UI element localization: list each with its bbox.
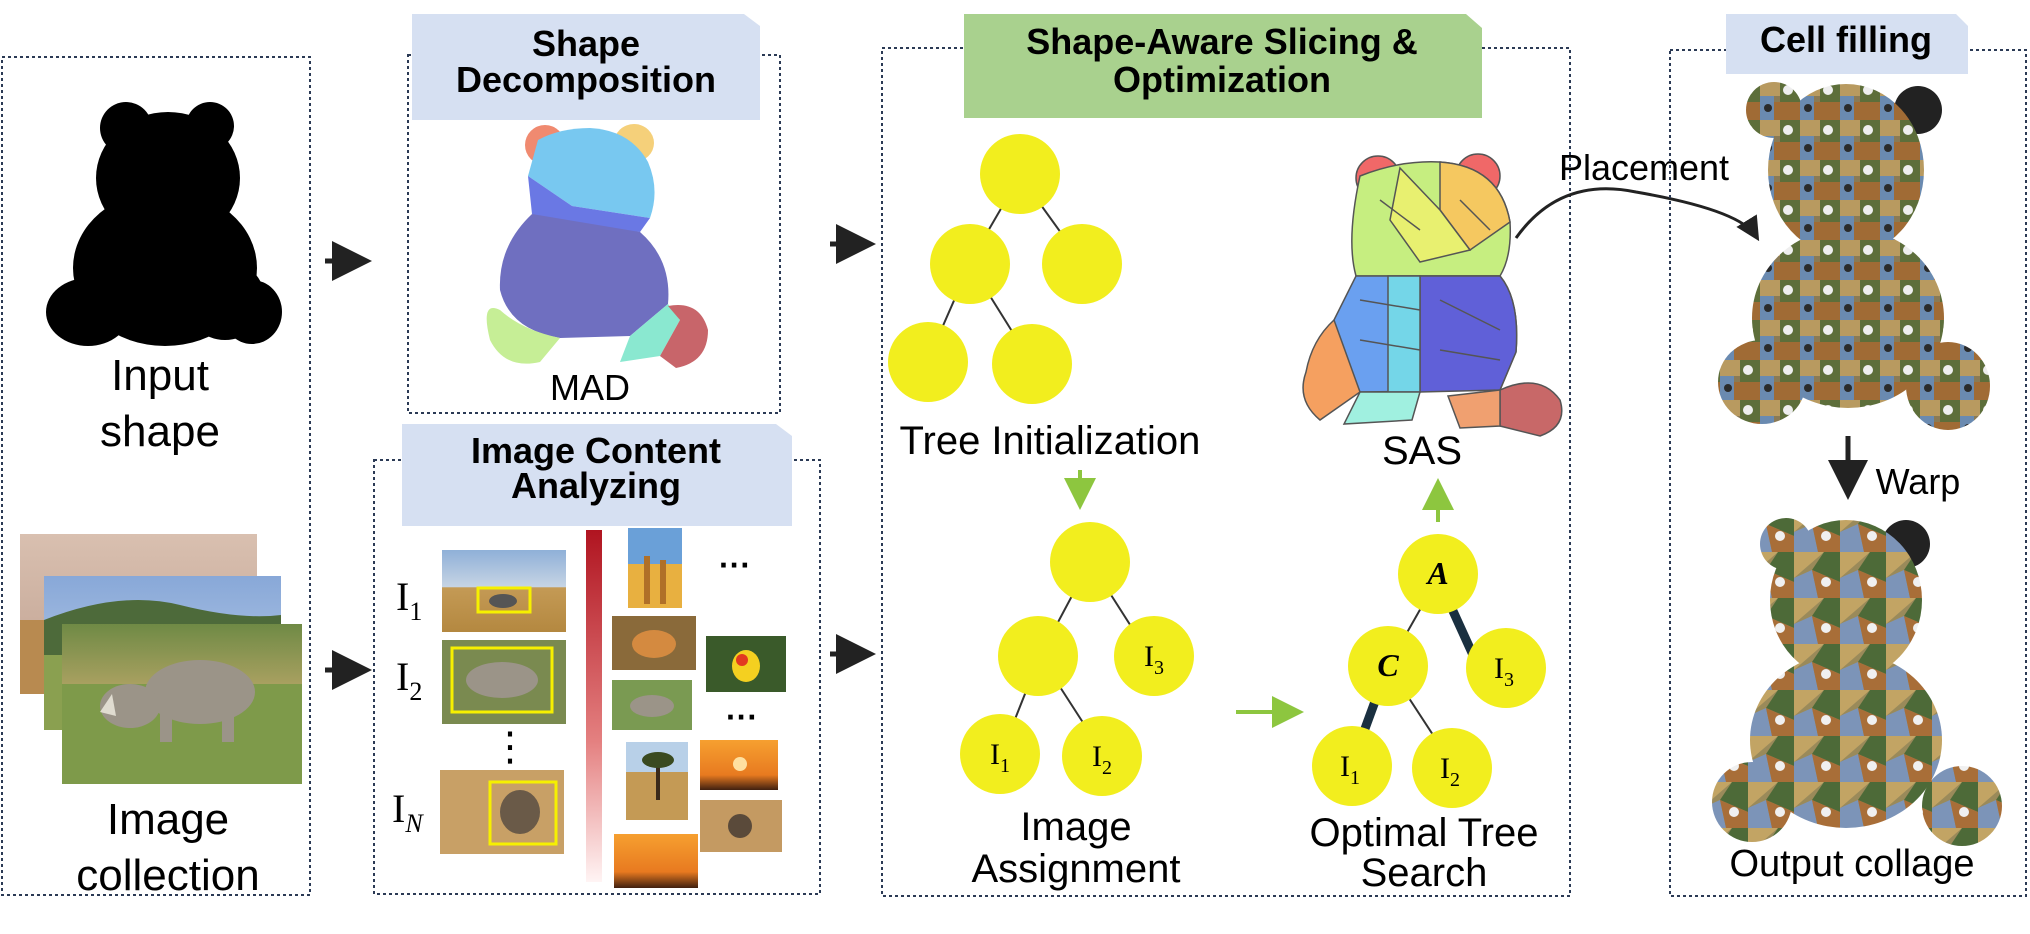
- assign-node-i1: I1: [990, 738, 1010, 777]
- input-shape-label-1: Input: [111, 351, 209, 400]
- content-label-i1: I1: [396, 574, 422, 626]
- tree-init-label: Tree Initialization: [900, 419, 1201, 463]
- image-assignment-label-1: Image: [1020, 805, 1131, 849]
- thumb-rhino-small: [442, 550, 566, 632]
- slicing-title-1: Shape-Aware Slicing &: [1026, 21, 1417, 62]
- image-assignment-label-2: Assignment: [972, 847, 1181, 891]
- search-node-c: C: [1377, 647, 1399, 683]
- content-vdots: ⋮: [490, 725, 530, 769]
- decomposition-title-1: Shape: [532, 23, 640, 64]
- cell-filling-panel-border: [1669, 49, 2027, 897]
- search-node-i3: I3: [1494, 652, 1514, 691]
- placement-label: Placement: [1559, 147, 1729, 188]
- image-assignment-tree: [960, 522, 1194, 796]
- image-grid: [612, 528, 786, 888]
- assign-node-i3: I3: [1144, 640, 1164, 679]
- thumb-elephant: [440, 770, 564, 854]
- collection-label-2: collection: [76, 851, 259, 900]
- assign-node-i2: I2: [1092, 740, 1112, 779]
- cell-filling-title-tab: [1726, 14, 1968, 74]
- output-collage-bear: [1712, 518, 2002, 846]
- sas-label: SAS: [1382, 429, 1462, 473]
- slicing-title-2: Optimization: [1113, 59, 1331, 100]
- warp-label: Warp: [1876, 461, 1961, 502]
- search-node-i2: I2: [1440, 752, 1460, 791]
- placement-arrow: [1514, 187, 1760, 242]
- input-shape-label-2: shape: [100, 407, 220, 456]
- optimal-tree: [1312, 534, 1546, 808]
- input-panel-border: [1, 56, 311, 896]
- content-label-in: IN: [392, 786, 424, 838]
- slicing-title-tab: [964, 14, 1482, 118]
- decomposition-title-2: Decomposition: [456, 59, 716, 100]
- output-collage-label: Output collage: [1729, 843, 1974, 885]
- grid-ellipsis-top: ···: [719, 547, 751, 583]
- search-node-i1: I1: [1340, 750, 1360, 789]
- optimal-search-label-1: Optimal Tree: [1310, 811, 1539, 855]
- search-node-a: A: [1425, 555, 1448, 591]
- cell-filling-title: Cell filling: [1760, 19, 1932, 60]
- placed-collage-bear: [1718, 82, 1990, 430]
- input-shape-silhouette: [46, 102, 282, 346]
- tree-initialization: [888, 134, 1122, 404]
- mad-caption: MAD: [550, 367, 630, 408]
- collection-label-1: Image: [107, 795, 229, 844]
- content-title-2: Analyzing: [511, 465, 681, 506]
- rhino-icon: [100, 660, 255, 742]
- saliency-gradient-bar: [586, 530, 602, 882]
- thumb-rhino-large: [442, 640, 566, 724]
- mad-decomposed-bear: [486, 124, 708, 368]
- content-title-tab: [402, 424, 792, 526]
- sas-sliced-bear: [1302, 153, 1563, 437]
- optimal-search-label-2: Search: [1361, 851, 1488, 895]
- image-collection-stack: [20, 534, 302, 784]
- decomposition-title-tab: [412, 14, 760, 120]
- grid-ellipsis-mid: ···: [726, 699, 758, 735]
- content-title-1: Image Content: [471, 430, 721, 471]
- content-label-i2: I2: [396, 654, 422, 706]
